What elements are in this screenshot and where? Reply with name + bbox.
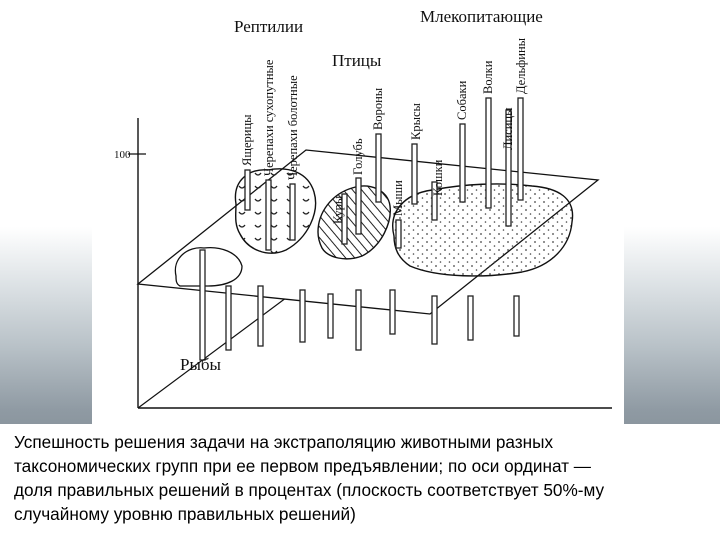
label-mice: Мыши xyxy=(391,180,405,216)
below-plane-lines xyxy=(199,249,520,361)
label-foxes: Лисицы xyxy=(501,107,515,150)
label-land-turtles: Черепахи сухопутные xyxy=(262,59,276,176)
group-label-fish: Рыбы xyxy=(180,355,222,374)
label-cats: Кошки xyxy=(431,159,445,196)
label-rats: Крысы xyxy=(409,102,423,140)
diagram-svg: 100 xyxy=(114,7,612,409)
label-crows: Вороны xyxy=(371,87,385,130)
fish-region xyxy=(174,246,243,287)
diagram-figure: 100 xyxy=(92,0,624,432)
group-label-mammals: Млекопитающие xyxy=(420,7,543,26)
caption-line-3: доля правильных решений в процентах (пло… xyxy=(14,480,605,500)
caption-line-2: таксономических групп при ее первом пред… xyxy=(14,456,591,476)
y-tick-label: 100 xyxy=(114,149,131,161)
group-label-reptiles: Рептилии xyxy=(234,17,303,36)
bird-region xyxy=(317,185,391,260)
label-swamp-turtles: Черепахи болотные xyxy=(286,75,300,180)
group-label-birds: Птицы xyxy=(332,51,382,70)
label-pigeon: Голубь xyxy=(351,138,365,175)
above-plane-bars xyxy=(244,97,524,251)
label-chickens: Куры xyxy=(331,195,345,224)
caption-line-1: Успешность решения задачи на экстраполяц… xyxy=(14,432,554,452)
label-wolves: Волки xyxy=(481,60,495,94)
mammal-region xyxy=(392,183,574,277)
label-dolphins: Дельфины xyxy=(514,37,528,94)
label-dogs: Собаки xyxy=(455,80,469,120)
label-lizards: Ящерицы xyxy=(240,114,254,166)
perspective-axis xyxy=(137,285,303,409)
caption-line-4: случайному уровню правильных решений) xyxy=(14,504,356,524)
caption: Успешность решения задачи на экстраполяц… xyxy=(0,424,720,540)
